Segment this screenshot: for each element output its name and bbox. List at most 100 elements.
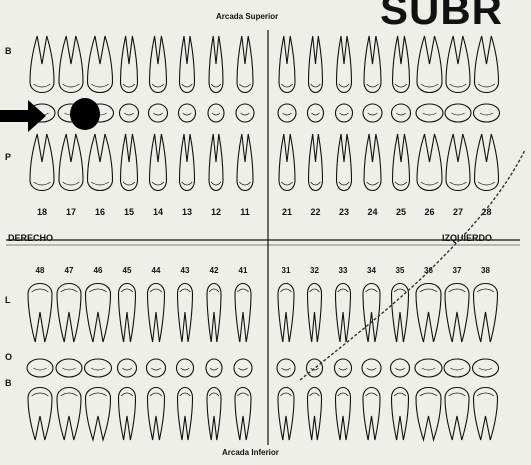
tooth-crown-line: [89, 289, 107, 292]
occlusal-groove: [423, 113, 437, 115]
upper-tooth-number: 11: [240, 207, 250, 217]
upper-buccal-tooth: [180, 36, 195, 93]
tooth-outline: [119, 284, 136, 343]
tooth-outline: [235, 388, 251, 441]
upper-tooth-number: 26: [424, 207, 434, 217]
tooth-outline: [57, 388, 81, 441]
tooth-outline: [207, 388, 221, 441]
occlusal-outline: [177, 359, 194, 377]
upper-tooth-number: 27: [453, 207, 463, 217]
occlusal-groove: [367, 368, 377, 370]
tooth-crown-line: [152, 182, 164, 185]
upper-occlusal-tooth: [363, 104, 382, 122]
lower-buccal-tooth: [178, 388, 193, 441]
tooth-crown-line: [311, 84, 321, 87]
upper-buccal-tooth: [446, 36, 470, 93]
tooth-outline: [336, 388, 351, 441]
lower-buccal-tooth: [445, 388, 469, 441]
lower-tooth-number: 41: [239, 266, 248, 275]
tooth-crown-line: [239, 182, 250, 185]
tooth-outline: [28, 388, 52, 441]
upper-palatal-tooth: [446, 134, 470, 191]
upper-buccal-tooth: [59, 36, 83, 93]
tooth-outline: [148, 388, 165, 441]
lower-occlusal-tooth: [362, 359, 381, 377]
tooth-crown-line: [310, 289, 320, 292]
lower-occlusal-tooth: [277, 359, 295, 377]
lower-tooth-number: 43: [181, 266, 190, 275]
lower-occlusal-tooth: [206, 359, 222, 377]
lower-buccal-tooth: [28, 388, 52, 441]
occlusal-outline: [307, 359, 323, 377]
tooth-crown-line: [209, 393, 219, 396]
lower-buccal-tooth: [148, 388, 165, 441]
tooth-crown-line: [91, 182, 109, 185]
lower-tooth-number: 33: [339, 266, 348, 275]
tooth-crown-line: [150, 393, 162, 396]
tooth-crown-line: [338, 393, 349, 396]
tooth-crown-line: [209, 289, 219, 292]
lower-lingual-tooth: [336, 284, 351, 343]
upper-palatal-tooth: [180, 134, 195, 191]
occlusal-outline: [277, 359, 295, 377]
tooth-crown-line: [477, 289, 494, 292]
occlusal-outline: [85, 359, 112, 377]
occlusal-outline: [391, 359, 410, 377]
lower-occlusal-tooth: [147, 359, 166, 377]
tooth-outline: [148, 284, 165, 343]
occlusal-outline: [392, 104, 411, 122]
occlusal-outline: [336, 104, 353, 122]
tooth-crown-line: [395, 182, 407, 185]
tooth-outline: [308, 284, 322, 343]
lower-tooth-number: 45: [123, 266, 132, 275]
occlusal-groove: [91, 368, 105, 370]
occlusal-groove: [212, 113, 220, 115]
tooth-crown-line: [89, 393, 107, 396]
tooth-outline: [57, 284, 81, 343]
marked-tooth-fill: [70, 98, 100, 130]
lower-buccal-tooth: [336, 388, 351, 441]
tooth-crown-line: [123, 84, 135, 87]
occlusal-groove: [210, 368, 218, 370]
tooth-outline: [445, 388, 469, 441]
tooth-crown-line: [420, 289, 438, 292]
tooth-crown-line: [311, 182, 321, 185]
lower-tooth-number: 48: [36, 266, 45, 275]
lower-tooth-number: 37: [453, 266, 462, 275]
tooth-crown-line: [280, 393, 291, 396]
occlusal-groove: [282, 368, 291, 370]
tooth-outline: [445, 284, 469, 343]
upper-palatal-tooth: [121, 134, 138, 191]
tooth-crown-line: [477, 393, 494, 396]
occlusal-groove: [283, 113, 292, 115]
tooth-crown-line: [61, 289, 78, 292]
tooth-crown-line: [450, 84, 467, 87]
tooth-crown-line: [180, 393, 191, 396]
lower-buccal-tooth: [278, 388, 294, 441]
lower-tooth-number: 38: [481, 266, 490, 275]
tooth-outline: [392, 388, 409, 441]
occlusal-groove: [124, 113, 134, 115]
lower-tooth-number: 44: [152, 266, 161, 275]
tooth-crown-line: [280, 289, 291, 292]
lower-lingual-tooth: [57, 284, 81, 343]
tooth-outline: [363, 388, 380, 441]
occlusal-groove: [452, 113, 465, 115]
tooth-crown-line: [63, 182, 80, 185]
upper-tooth-number: 25: [396, 207, 406, 217]
tooth-outline: [474, 388, 498, 441]
tooth-outline: [178, 284, 193, 343]
tooth-outline: [416, 388, 441, 441]
occlusal-groove: [480, 113, 493, 115]
occlusal-groove: [339, 368, 348, 370]
upper-buccal-tooth: [475, 36, 499, 93]
tooth-crown-line: [449, 289, 466, 292]
lower-tooth-number: 34: [367, 266, 376, 275]
occlusal-outline: [56, 359, 82, 377]
lower-buccal-tooth: [474, 388, 498, 441]
lower-tooth-number: 35: [396, 266, 405, 275]
upper-occlusal-tooth: [445, 104, 471, 122]
lower-buccal-tooth: [235, 388, 251, 441]
upper-buccal-tooth: [309, 36, 323, 93]
